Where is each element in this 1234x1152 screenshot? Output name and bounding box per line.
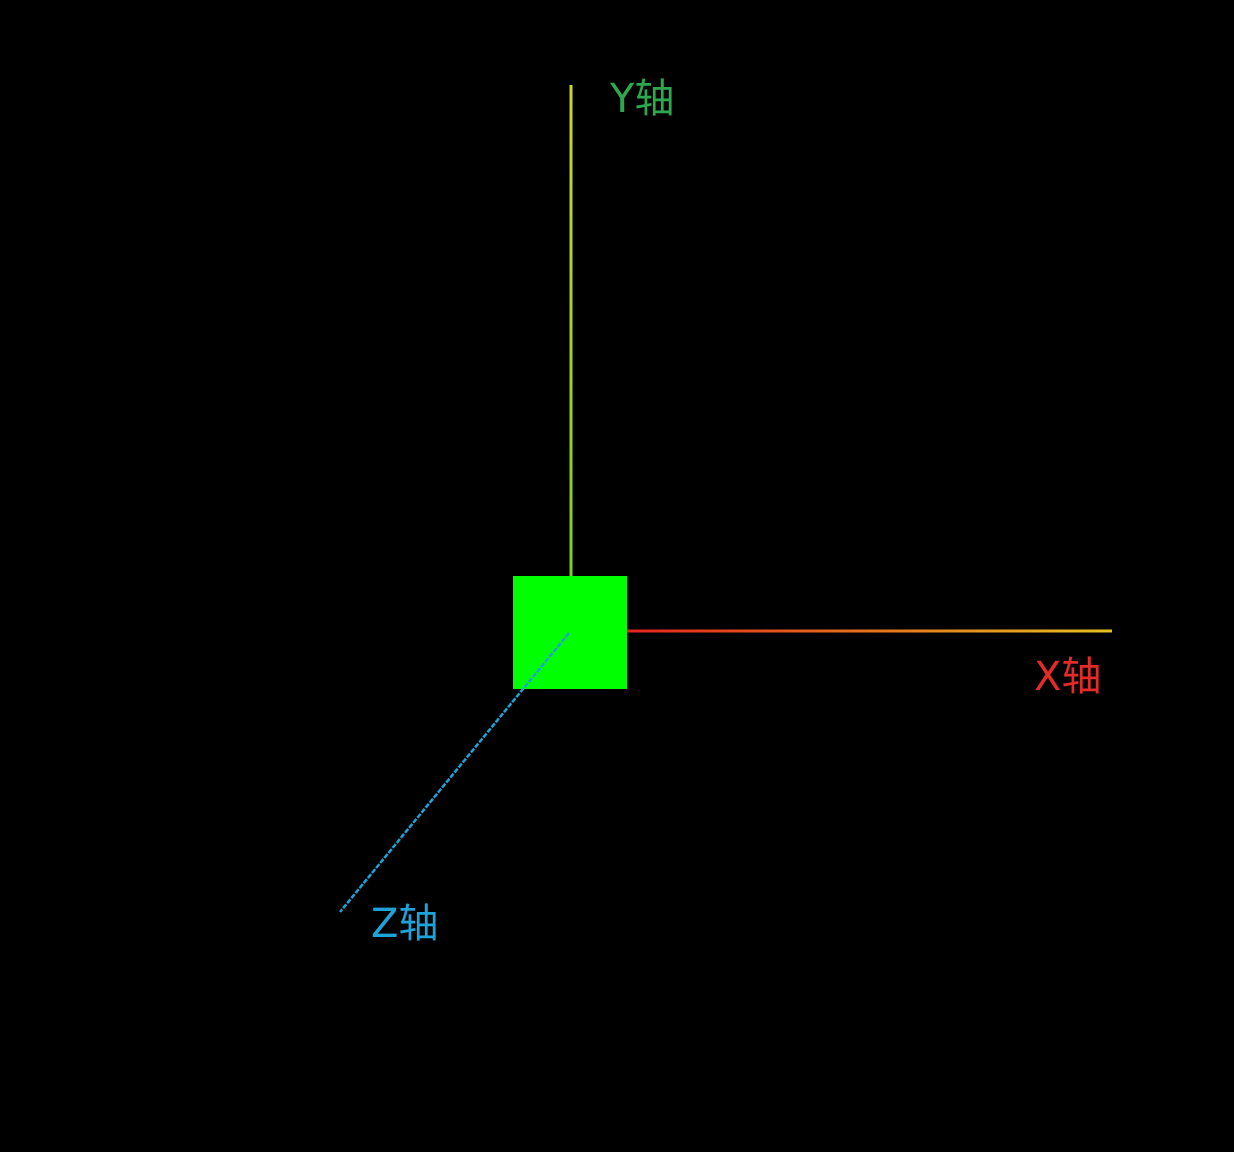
z-axis-label: Z轴 xyxy=(371,901,438,947)
z-axis-line xyxy=(339,632,570,913)
x-axis-label: X轴 xyxy=(1034,654,1101,700)
y-axis-label: Y轴 xyxy=(609,76,674,122)
green-cube[interactable] xyxy=(513,576,627,689)
